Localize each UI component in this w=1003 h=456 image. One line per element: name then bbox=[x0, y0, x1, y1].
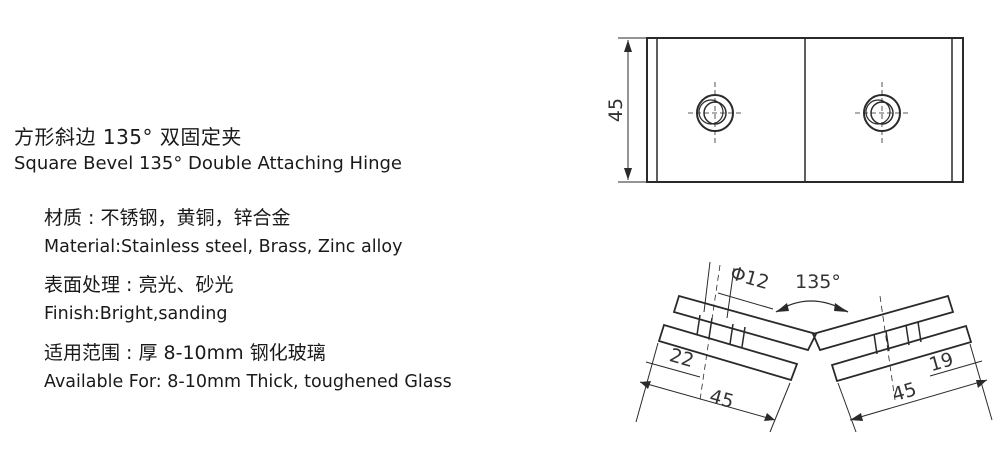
spec-application-en: Available For: 8-10mm Thick, toughened G… bbox=[44, 372, 452, 392]
spec-finish: 表面处理 : 亮光、砂光 Finish:Bright,sanding bbox=[44, 270, 233, 324]
side-view bbox=[635, 261, 993, 433]
spec-finish-cn: 表面处理 : 亮光、砂光 bbox=[44, 274, 234, 296]
spec-material-cn: 材质 : 不锈钢，黄铜，锌合金 bbox=[44, 207, 291, 229]
spec-finish-en: Finish:Bright,sanding bbox=[44, 304, 228, 324]
left-screw-hole bbox=[688, 82, 742, 144]
product-title-en: Square Bevel 135° Double Attaching Hinge bbox=[14, 153, 402, 174]
right-screw-hole bbox=[855, 82, 910, 144]
left-offset-label: 22 bbox=[667, 344, 696, 372]
height-dimension-label: 45 bbox=[605, 98, 627, 122]
top-view bbox=[618, 37, 964, 183]
angle-label: 135° bbox=[795, 271, 841, 293]
right-offset-label: 19 bbox=[927, 348, 956, 376]
spec-material: 材质 : 不锈钢，黄铜，锌合金 Material:Stainless steel… bbox=[44, 203, 403, 257]
hole-diameter-label: Φ12 bbox=[728, 262, 772, 294]
left-length-label: 45 bbox=[707, 385, 736, 413]
spec-material-en: Material:Stainless steel, Brass, Zinc al… bbox=[44, 237, 403, 257]
spec-application: 适用范围 : 厚 8-10mm 钢化玻璃 Available For: 8-10… bbox=[44, 338, 452, 392]
spec-application-cn: 适用范围 : 厚 8-10mm 钢化玻璃 bbox=[44, 342, 326, 364]
product-title-cn: 方形斜边 135° 双固定夹 bbox=[14, 125, 242, 149]
right-length-label: 45 bbox=[890, 378, 919, 406]
